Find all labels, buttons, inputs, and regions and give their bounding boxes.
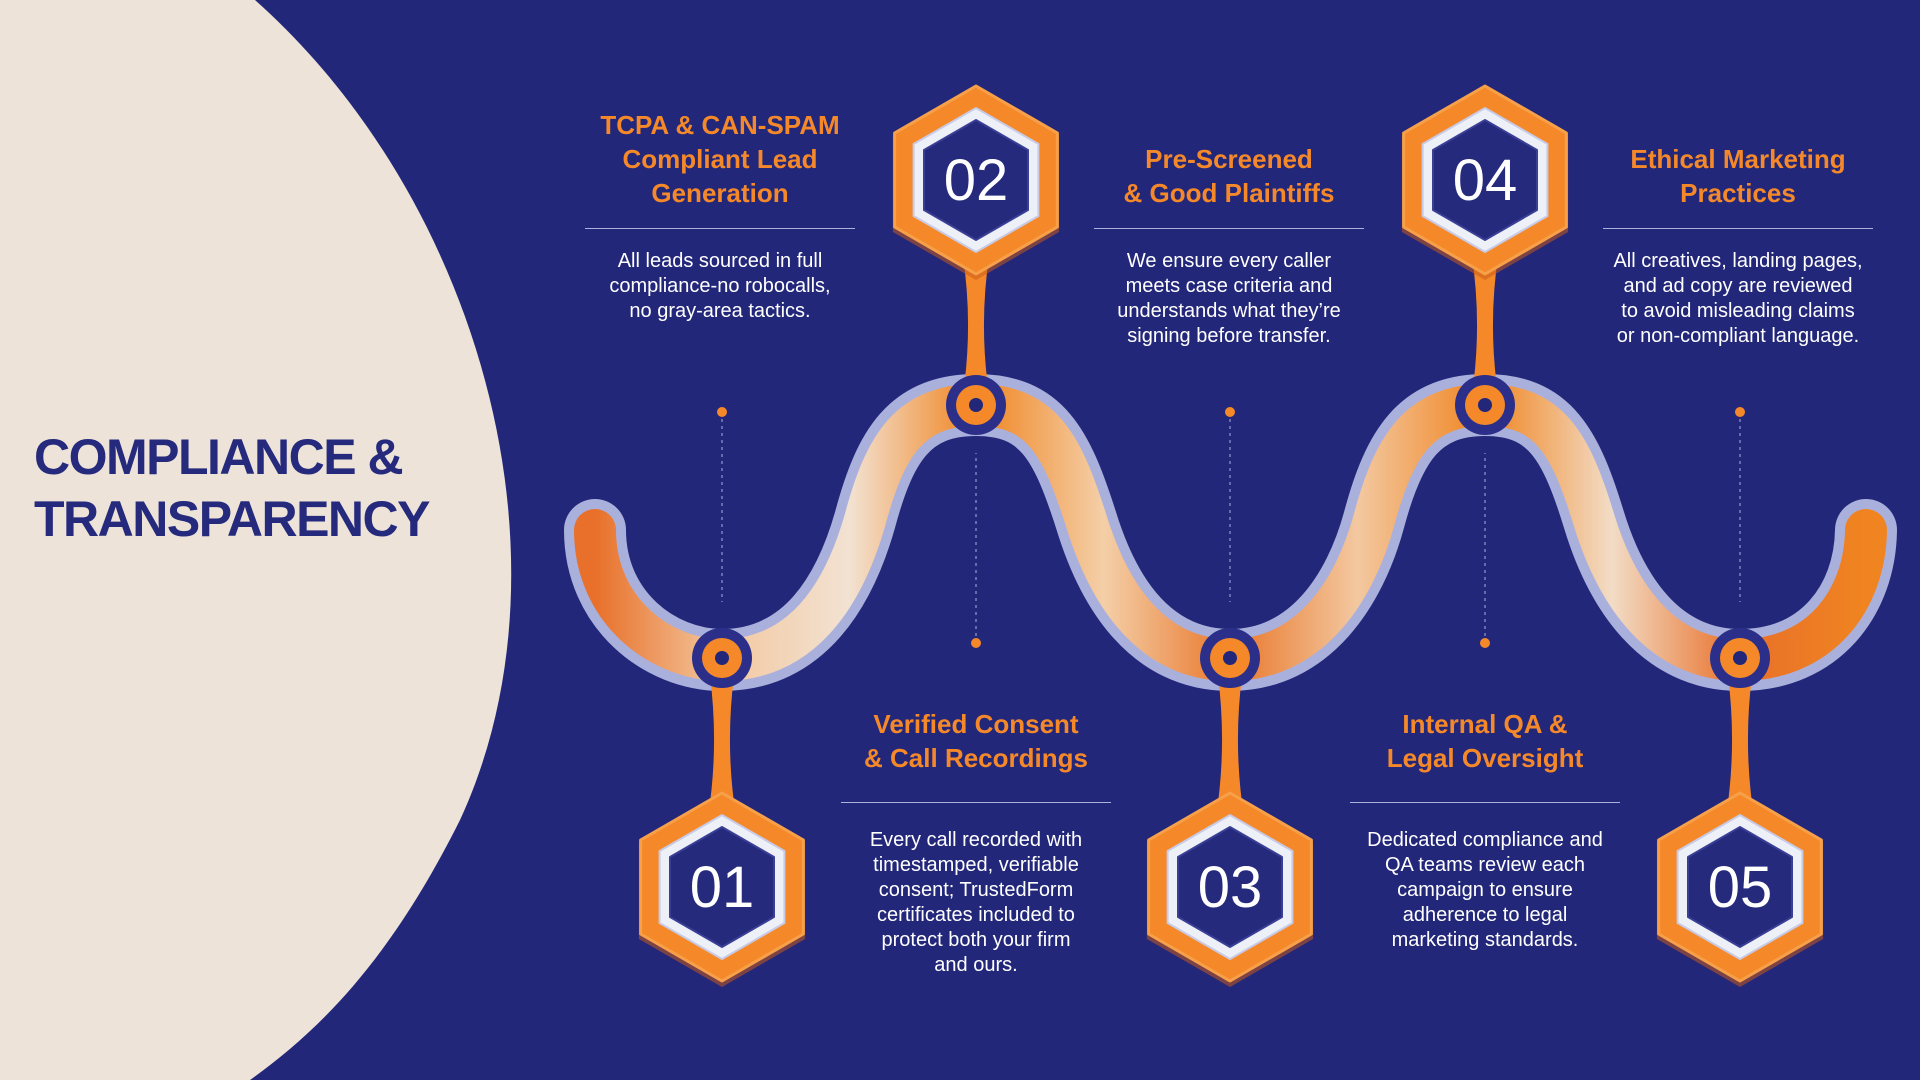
step-04-description: We ensure every caller meets case criter… (1117, 250, 1341, 347)
step-02-number: 02 (944, 148, 1009, 213)
step-04-stem (1471, 250, 1499, 387)
step-01-number: 01 (690, 855, 755, 920)
step-02-description: All leads sourced in full compliance-no … (609, 250, 831, 322)
step-05-description: All creatives, landing pages, and ad cop… (1613, 250, 1863, 347)
step-01-divider (841, 802, 1111, 803)
step-01-description: Every call recorded with timestamped, ve… (869, 829, 1083, 976)
step-01-stem (708, 676, 736, 817)
step-03-title: Internal QA & Legal Oversight (1386, 709, 1584, 773)
left-panel (0, 0, 512, 1080)
step-04-guide-dot (1225, 407, 1235, 417)
step-02-badge-inner (923, 119, 1029, 241)
step-01-node-center (715, 651, 729, 665)
step-04-divider (1094, 228, 1364, 229)
step-05-title: Ethical Marketing Practices (1630, 144, 1846, 208)
step-03-description: Dedicated compliance and QA teams review… (1367, 829, 1603, 951)
step-badges: 01 02 03 04 05 (638, 84, 1824, 987)
step-connectors (717, 407, 1745, 648)
step-05-number: 05 (1708, 855, 1773, 920)
step-03-stem (1216, 676, 1244, 817)
page-title-line-1: COMPLIANCE & (34, 429, 404, 485)
step-03-guide-dot (1480, 638, 1490, 648)
step-02-title: TCPA & CAN-SPAM Compliant Lead Generatio… (600, 110, 840, 208)
step-04-title: Pre-Screened & Good Plaintiffs (1123, 144, 1335, 208)
step-01-title: Verified Consent & Call Recordings (864, 709, 1088, 773)
page-title-line-2: TRANSPARENCY (34, 491, 431, 547)
step-04-badge-inner (1432, 119, 1538, 241)
step-05-divider (1603, 228, 1873, 229)
step-03-number: 03 (1198, 855, 1263, 920)
step-03-node-center (1223, 651, 1237, 665)
step-05-node-center (1733, 651, 1747, 665)
step-05-guide-dot (1735, 407, 1745, 417)
step-02-stem (962, 250, 990, 387)
step-03-badge-inner (1177, 826, 1283, 948)
step-04-node-center (1478, 398, 1492, 412)
step-01-guide-dot (971, 638, 981, 648)
step-03-divider (1350, 802, 1620, 803)
step-05-stem (1726, 676, 1754, 817)
step-01-badge-inner (669, 826, 775, 948)
step-02-guide-dot (717, 407, 727, 417)
step-02-node-center (969, 398, 983, 412)
page-title: COMPLIANCE & TRANSPARENCY (34, 426, 494, 550)
step-05-badge-inner (1687, 826, 1793, 948)
step-02-divider (585, 228, 855, 229)
step-04-number: 04 (1453, 148, 1518, 213)
